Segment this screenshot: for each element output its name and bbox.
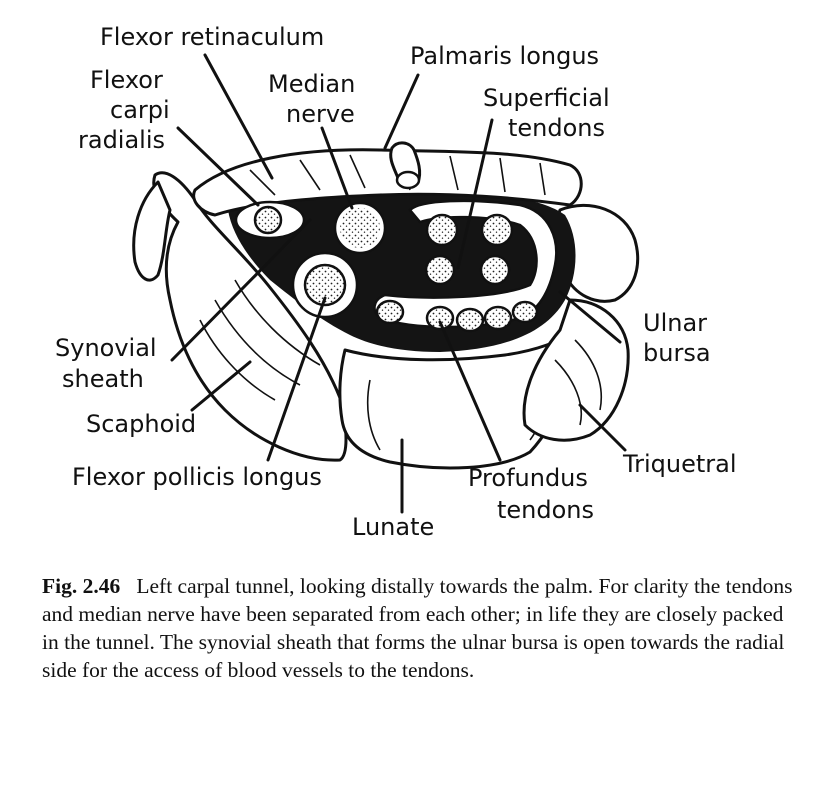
flexor-carpi-radialis-tendon bbox=[253, 205, 283, 235]
label-palmaris-longus: Palmaris longus bbox=[410, 42, 599, 70]
palmaris-longus-cut-end bbox=[395, 170, 421, 190]
superficial-tendon bbox=[425, 213, 459, 247]
label-flexor-carpi-radialis-line1: Flexor bbox=[90, 66, 163, 94]
profundus-tendon bbox=[511, 300, 539, 324]
flexor-pollicis-longus-tendon bbox=[303, 263, 347, 307]
label-superficial-tendons-line2: tendons bbox=[508, 114, 605, 142]
superficial-tendon bbox=[479, 254, 511, 286]
label-superficial-tendons-line1: Superficial bbox=[483, 84, 610, 112]
scaphoid-tip bbox=[132, 180, 172, 282]
figure-number: Fig. 2.46 bbox=[42, 574, 121, 598]
label-ulnar-bursa-line1: Ulnar bbox=[643, 309, 707, 337]
leader-profundus-tendons bbox=[438, 320, 502, 462]
leader-flexor-retinaculum bbox=[203, 53, 274, 180]
leader-median-nerve bbox=[320, 126, 354, 210]
profundus-tendon bbox=[425, 305, 455, 331]
label-synovial-sheath-line2: sheath bbox=[62, 365, 144, 393]
label-flexor-carpi-radialis-line3: radialis bbox=[78, 126, 165, 154]
triquetral-bone bbox=[522, 298, 630, 442]
label-profundus-tendons-line1: Profundus bbox=[468, 464, 588, 492]
label-ulnar-bursa-line2: bursa bbox=[643, 339, 711, 367]
label-flexor-retinaculum: Flexor retinaculum bbox=[100, 23, 324, 51]
leader-flexor-carpi-radialis bbox=[176, 126, 260, 207]
label-median-nerve-line2: nerve bbox=[286, 100, 355, 128]
figure-caption: Fig. 2.46 Left carpal tunnel, looking di… bbox=[42, 572, 802, 684]
label-flexor-carpi-radialis-line2: carpi bbox=[110, 96, 170, 124]
leader-superficial-tendons bbox=[456, 118, 494, 270]
label-median-nerve-line1: Median bbox=[268, 70, 355, 98]
leader-ulnar-bursa bbox=[558, 290, 622, 344]
label-scaphoid: Scaphoid bbox=[86, 410, 196, 438]
lunate-bone bbox=[338, 333, 573, 470]
profundus-tendon bbox=[455, 307, 485, 333]
scaphoid-hatching bbox=[199, 279, 321, 401]
triquetral-hatching bbox=[554, 339, 602, 426]
superficial-tendon bbox=[424, 254, 456, 286]
profundus-tendon bbox=[375, 299, 405, 325]
flexor-retinaculum-band bbox=[192, 148, 583, 217]
label-flexor-pollicis-longus: Flexor pollicis longus bbox=[72, 463, 322, 491]
superficial-tendon bbox=[480, 213, 514, 247]
label-profundus-tendons-line2: tendons bbox=[497, 496, 594, 524]
profundus-tendon bbox=[483, 305, 513, 331]
figure-caption-text: Left carpal tunnel, looking distally tow… bbox=[42, 574, 793, 682]
label-triquetral: Triquetral bbox=[622, 450, 737, 478]
leader-triquetral bbox=[578, 403, 627, 452]
carpal-tunnel-diagram: Flexor retinaculum Palmaris longus Flexo… bbox=[55, 23, 737, 541]
leader-synovial-sheath bbox=[170, 218, 312, 362]
label-synovial-sheath-line1: Synovial bbox=[55, 334, 157, 362]
leader-scaphoid bbox=[190, 360, 252, 412]
median-nerve-fascicles bbox=[340, 208, 380, 248]
label-lunate: Lunate bbox=[352, 513, 434, 541]
leader-palmaris-longus bbox=[383, 73, 420, 150]
leader-flexor-pollicis-longus bbox=[266, 296, 327, 462]
